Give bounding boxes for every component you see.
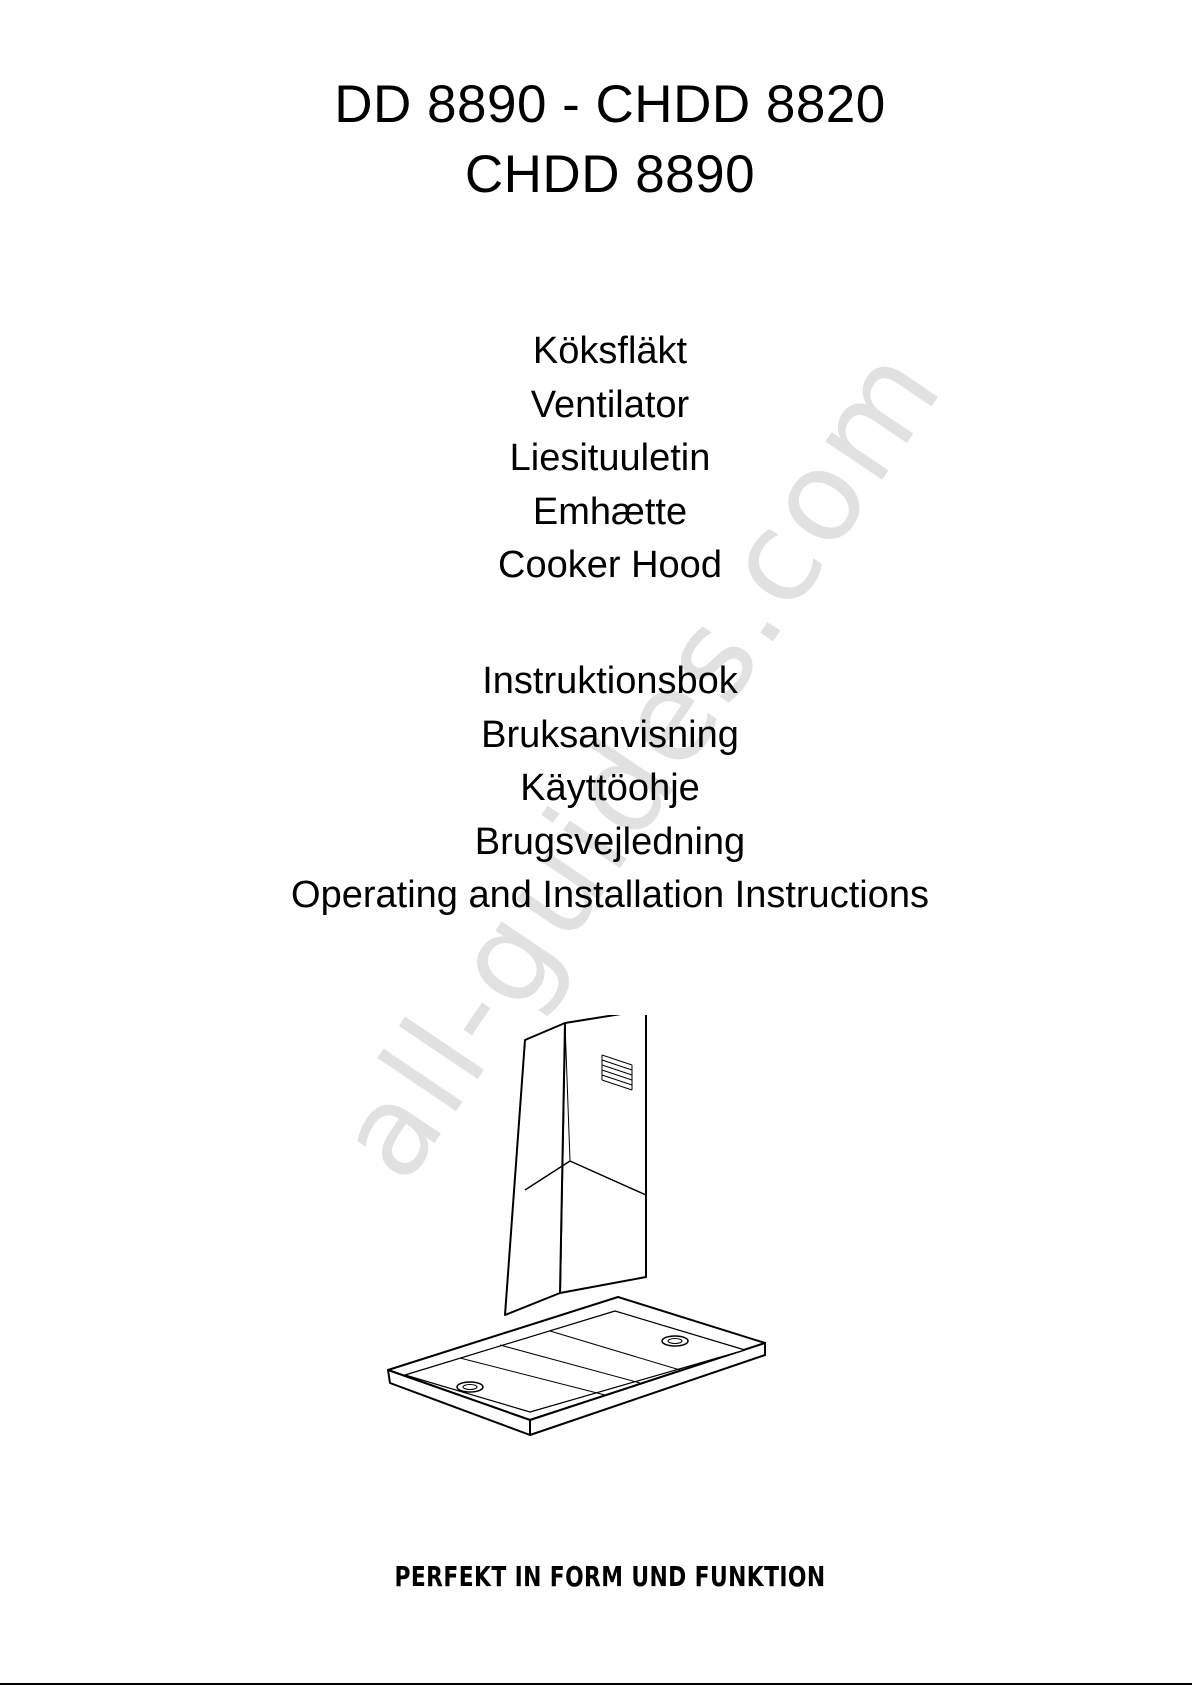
model-title-line-2: CHDD 8890: [0, 140, 1192, 210]
product-name-norwegian: Ventilator: [0, 379, 1192, 433]
product-name-danish: Emhætte: [0, 486, 1192, 540]
product-name-swedish: Köksfläkt: [0, 325, 1192, 379]
document-titles: Instruktionsbok Bruksanvisning Käyttöohj…: [0, 655, 1192, 923]
product-name-finnish: Liesituuletin: [0, 432, 1192, 486]
document-title-norwegian: Bruksanvisning: [0, 709, 1192, 763]
document-title-english: Operating and Installation Instructions: [0, 869, 1192, 923]
cooker-hood-icon: [380, 1015, 820, 1475]
document-title-finnish: Käyttöohje: [0, 762, 1192, 816]
model-title: DD 8890 - CHDD 8820 CHDD 8890: [0, 70, 1192, 210]
model-title-line-1: DD 8890 - CHDD 8820: [0, 70, 1192, 140]
document-title-danish: Brugsvejledning: [0, 816, 1192, 870]
brand-slogan: PERFEKT IN FORM UND FUNKTION: [134, 1560, 1086, 1593]
product-name-english: Cooker Hood: [0, 539, 1192, 593]
document-title-swedish: Instruktionsbok: [0, 655, 1192, 709]
product-names: Köksfläkt Ventilator Liesituuletin Emhæt…: [0, 325, 1192, 593]
